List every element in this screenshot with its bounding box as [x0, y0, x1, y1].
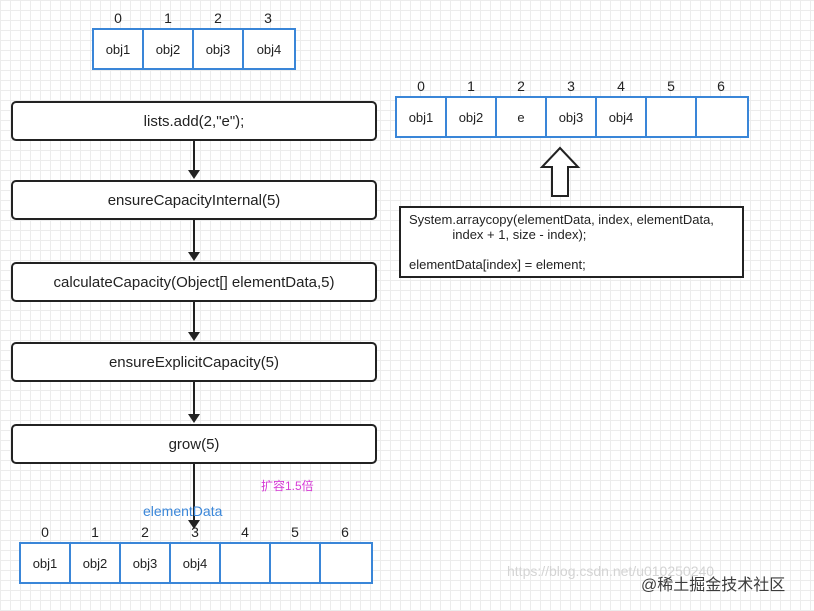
right-array: obj1 obj2 e obj3 obj4 [395, 96, 749, 138]
code-line-3: elementData[index] = element; [409, 257, 586, 272]
bottom-cell-0: obj1 [21, 544, 71, 582]
top-cell-0: obj1 [94, 30, 144, 68]
bottom-array: obj1 obj2 obj3 obj4 [19, 542, 373, 584]
arrow-head-2 [188, 252, 200, 261]
right-cell-3: obj3 [547, 98, 597, 136]
arrow-line-4 [193, 382, 195, 414]
arrow-head-3 [188, 332, 200, 341]
bottom-index-2: 2 [141, 524, 149, 540]
bottom-index-0: 0 [41, 524, 49, 540]
watermark-brand: @稀土掘金技术社区 [641, 577, 786, 594]
arrow-head-4 [188, 414, 200, 423]
right-cell-2: e [497, 98, 547, 136]
bottom-cell-5 [271, 544, 321, 582]
arrow-line-1 [193, 141, 195, 170]
right-index-2: 2 [517, 78, 525, 94]
right-index-4: 4 [617, 78, 625, 94]
arrow-line-3 [193, 302, 195, 332]
step-ensure-explicit-capacity: ensureExplicitCapacity(5) [11, 342, 377, 382]
top-cell-1: obj2 [144, 30, 194, 68]
bottom-cell-2: obj3 [121, 544, 171, 582]
bottom-index-5: 5 [291, 524, 299, 540]
top-array: obj1 obj2 obj3 obj4 [92, 28, 296, 70]
top-index-1: 1 [164, 10, 172, 26]
right-index-6: 6 [717, 78, 725, 94]
right-index-0: 0 [417, 78, 425, 94]
arrow-line-5 [193, 464, 195, 520]
right-cell-1: obj2 [447, 98, 497, 136]
step-add: lists.add(2,"e"); [11, 101, 377, 141]
top-index-0: 0 [114, 10, 122, 26]
right-cell-4: obj4 [597, 98, 647, 136]
right-cell-0: obj1 [397, 98, 447, 136]
bottom-index-3: 3 [191, 524, 199, 540]
right-index-3: 3 [567, 78, 575, 94]
bottom-index-4: 4 [241, 524, 249, 540]
top-index-3: 3 [264, 10, 272, 26]
right-cell-6 [697, 98, 747, 136]
step-calculate-capacity: calculateCapacity(Object[] elementData,5… [11, 262, 377, 302]
expand-label: 扩容1.5倍 [261, 479, 314, 493]
right-cell-5 [647, 98, 697, 136]
bottom-cell-4 [221, 544, 271, 582]
watermark-url: https://blog.csdn.net/u010250240 [507, 563, 715, 579]
code-line-blank [409, 242, 742, 257]
bottom-index-1: 1 [91, 524, 99, 540]
right-index-5: 5 [667, 78, 675, 94]
top-index-2: 2 [214, 10, 222, 26]
arrow-head-5 [188, 520, 200, 529]
element-data-label: elementData [143, 503, 223, 519]
step-grow: grow(5) [11, 424, 377, 464]
arrow-line-2 [193, 220, 195, 252]
step-ensure-capacity-internal: ensureCapacityInternal(5) [11, 180, 377, 220]
bottom-cell-6 [321, 544, 371, 582]
top-cell-2: obj3 [194, 30, 244, 68]
arrow-head-1 [188, 170, 200, 179]
code-line-2: index + 1, size - index); [409, 227, 587, 242]
bottom-cell-1: obj2 [71, 544, 121, 582]
bottom-cell-3: obj4 [171, 544, 221, 582]
code-line-1: System.arraycopy(elementData, index, ele… [409, 212, 714, 227]
right-index-1: 1 [467, 78, 475, 94]
arraycopy-code-box: System.arraycopy(elementData, index, ele… [399, 206, 744, 278]
hollow-up-arrow-icon [539, 146, 581, 197]
bottom-index-6: 6 [341, 524, 349, 540]
top-cell-3: obj4 [256, 41, 282, 57]
